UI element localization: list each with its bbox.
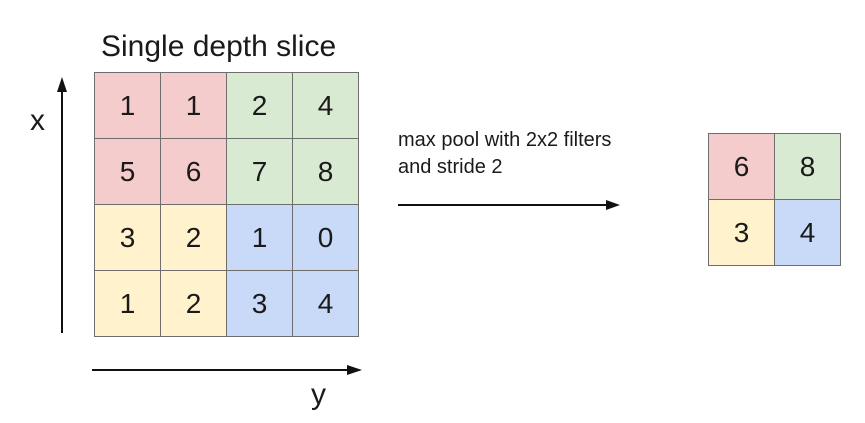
input-cell: 2	[161, 205, 227, 271]
input-grid: 1 1 2 4 5 6 7 8 3 2 1 0 1 2 3 4	[94, 72, 359, 337]
input-cell: 4	[293, 271, 359, 337]
output-cell: 4	[775, 200, 841, 266]
input-cell: 1	[95, 271, 161, 337]
input-cell: 2	[227, 73, 293, 139]
x-axis-label: x	[30, 104, 45, 137]
input-cell: 2	[161, 271, 227, 337]
operation-description: max pool with 2x2 filters and stride 2	[398, 127, 611, 181]
y-axis-label: y	[311, 378, 326, 411]
input-cell: 1	[95, 73, 161, 139]
input-cell: 4	[293, 73, 359, 139]
input-cell: 8	[293, 139, 359, 205]
output-grid: 6 8 3 4	[708, 133, 841, 266]
diagram-title: Single depth slice	[101, 30, 337, 63]
x-axis-arrow	[57, 77, 67, 333]
operation-line-2: and stride 2	[398, 156, 503, 178]
input-cell: 0	[293, 205, 359, 271]
input-cell: 7	[227, 139, 293, 205]
input-cell: 6	[161, 139, 227, 205]
operation-line-1: max pool with 2x2 filters	[398, 129, 612, 151]
pooling-arrow	[398, 200, 620, 210]
input-cell: 1	[161, 73, 227, 139]
output-cell: 8	[775, 134, 841, 200]
output-cell: 3	[709, 200, 775, 266]
input-cell: 3	[227, 271, 293, 337]
y-axis-arrow	[92, 365, 362, 375]
input-cell: 3	[95, 205, 161, 271]
input-cell: 1	[227, 205, 293, 271]
input-cell: 5	[95, 139, 161, 205]
output-cell: 6	[709, 134, 775, 200]
